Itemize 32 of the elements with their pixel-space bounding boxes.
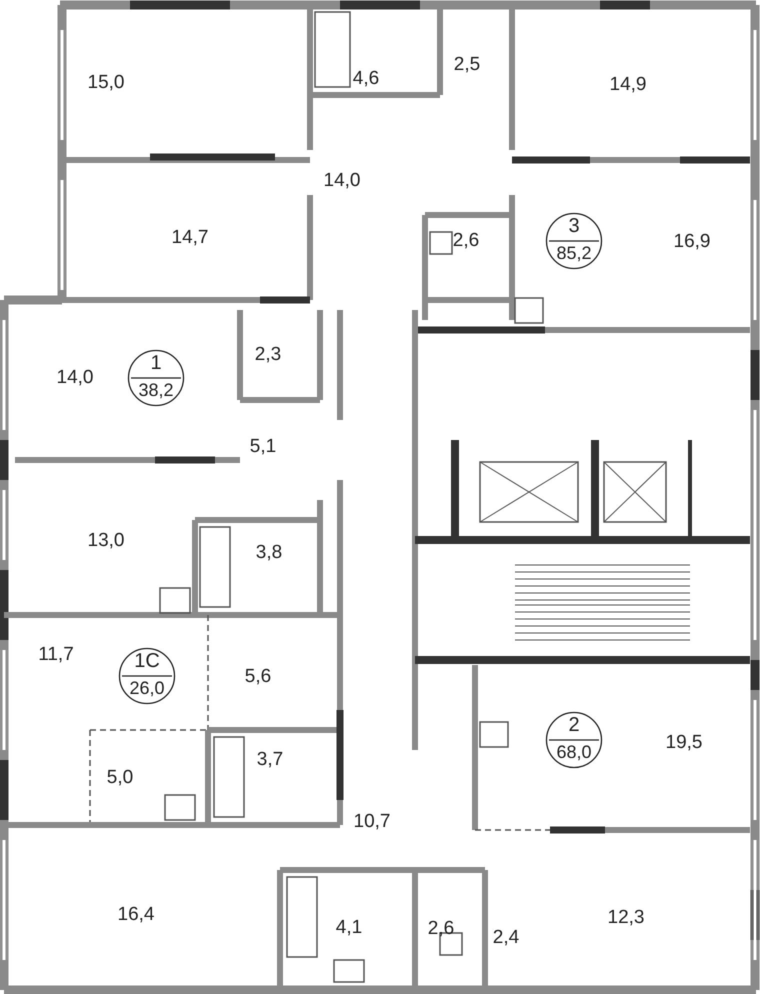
room-area-label: 11,7 [38,644,74,666]
apartment-number: 3 [567,215,581,237]
room-area-label: 5,6 [244,666,272,688]
room-area-label: 13,0 [88,530,124,552]
room-area-label: 3,8 [256,542,282,564]
apartment-area: 68,0 [545,742,603,762]
room-area-label: 2,4 [492,927,520,949]
room-area-label: 15,0 [88,72,124,94]
room-area-label: 5,0 [106,767,134,789]
room-area-label: 10,7 [354,811,390,833]
room-area-label: 5,1 [250,436,276,458]
room-area-label: 3,7 [256,749,284,771]
room-area-label: 19,5 [666,732,702,754]
room-area-label: 2,6 [428,918,454,940]
room-area-label: 2,3 [254,344,282,366]
room-area-label: 16,9 [674,231,710,253]
room-area-label: 14,9 [610,74,646,96]
room-area-label: 16,4 [118,904,154,926]
room-area-label: 12,3 [608,907,644,929]
room-area-label: 14,7 [172,227,208,249]
apartment-area: 38,2 [127,380,185,400]
apartment-area: 85,2 [545,243,603,263]
apartment-number: 2 [567,714,581,736]
room-area-label: 4,6 [352,68,380,90]
room-area-label: 14,0 [324,170,360,192]
room-area-label: 4,1 [336,917,362,939]
apartment-number: 1 [149,352,163,374]
room-area-label: 14,0 [56,367,94,389]
room-area-label: 2,5 [454,54,480,76]
apartment-area: 26,0 [118,678,176,698]
room-area-label: 2,6 [452,230,480,252]
apartment-number: 1C [133,650,161,672]
